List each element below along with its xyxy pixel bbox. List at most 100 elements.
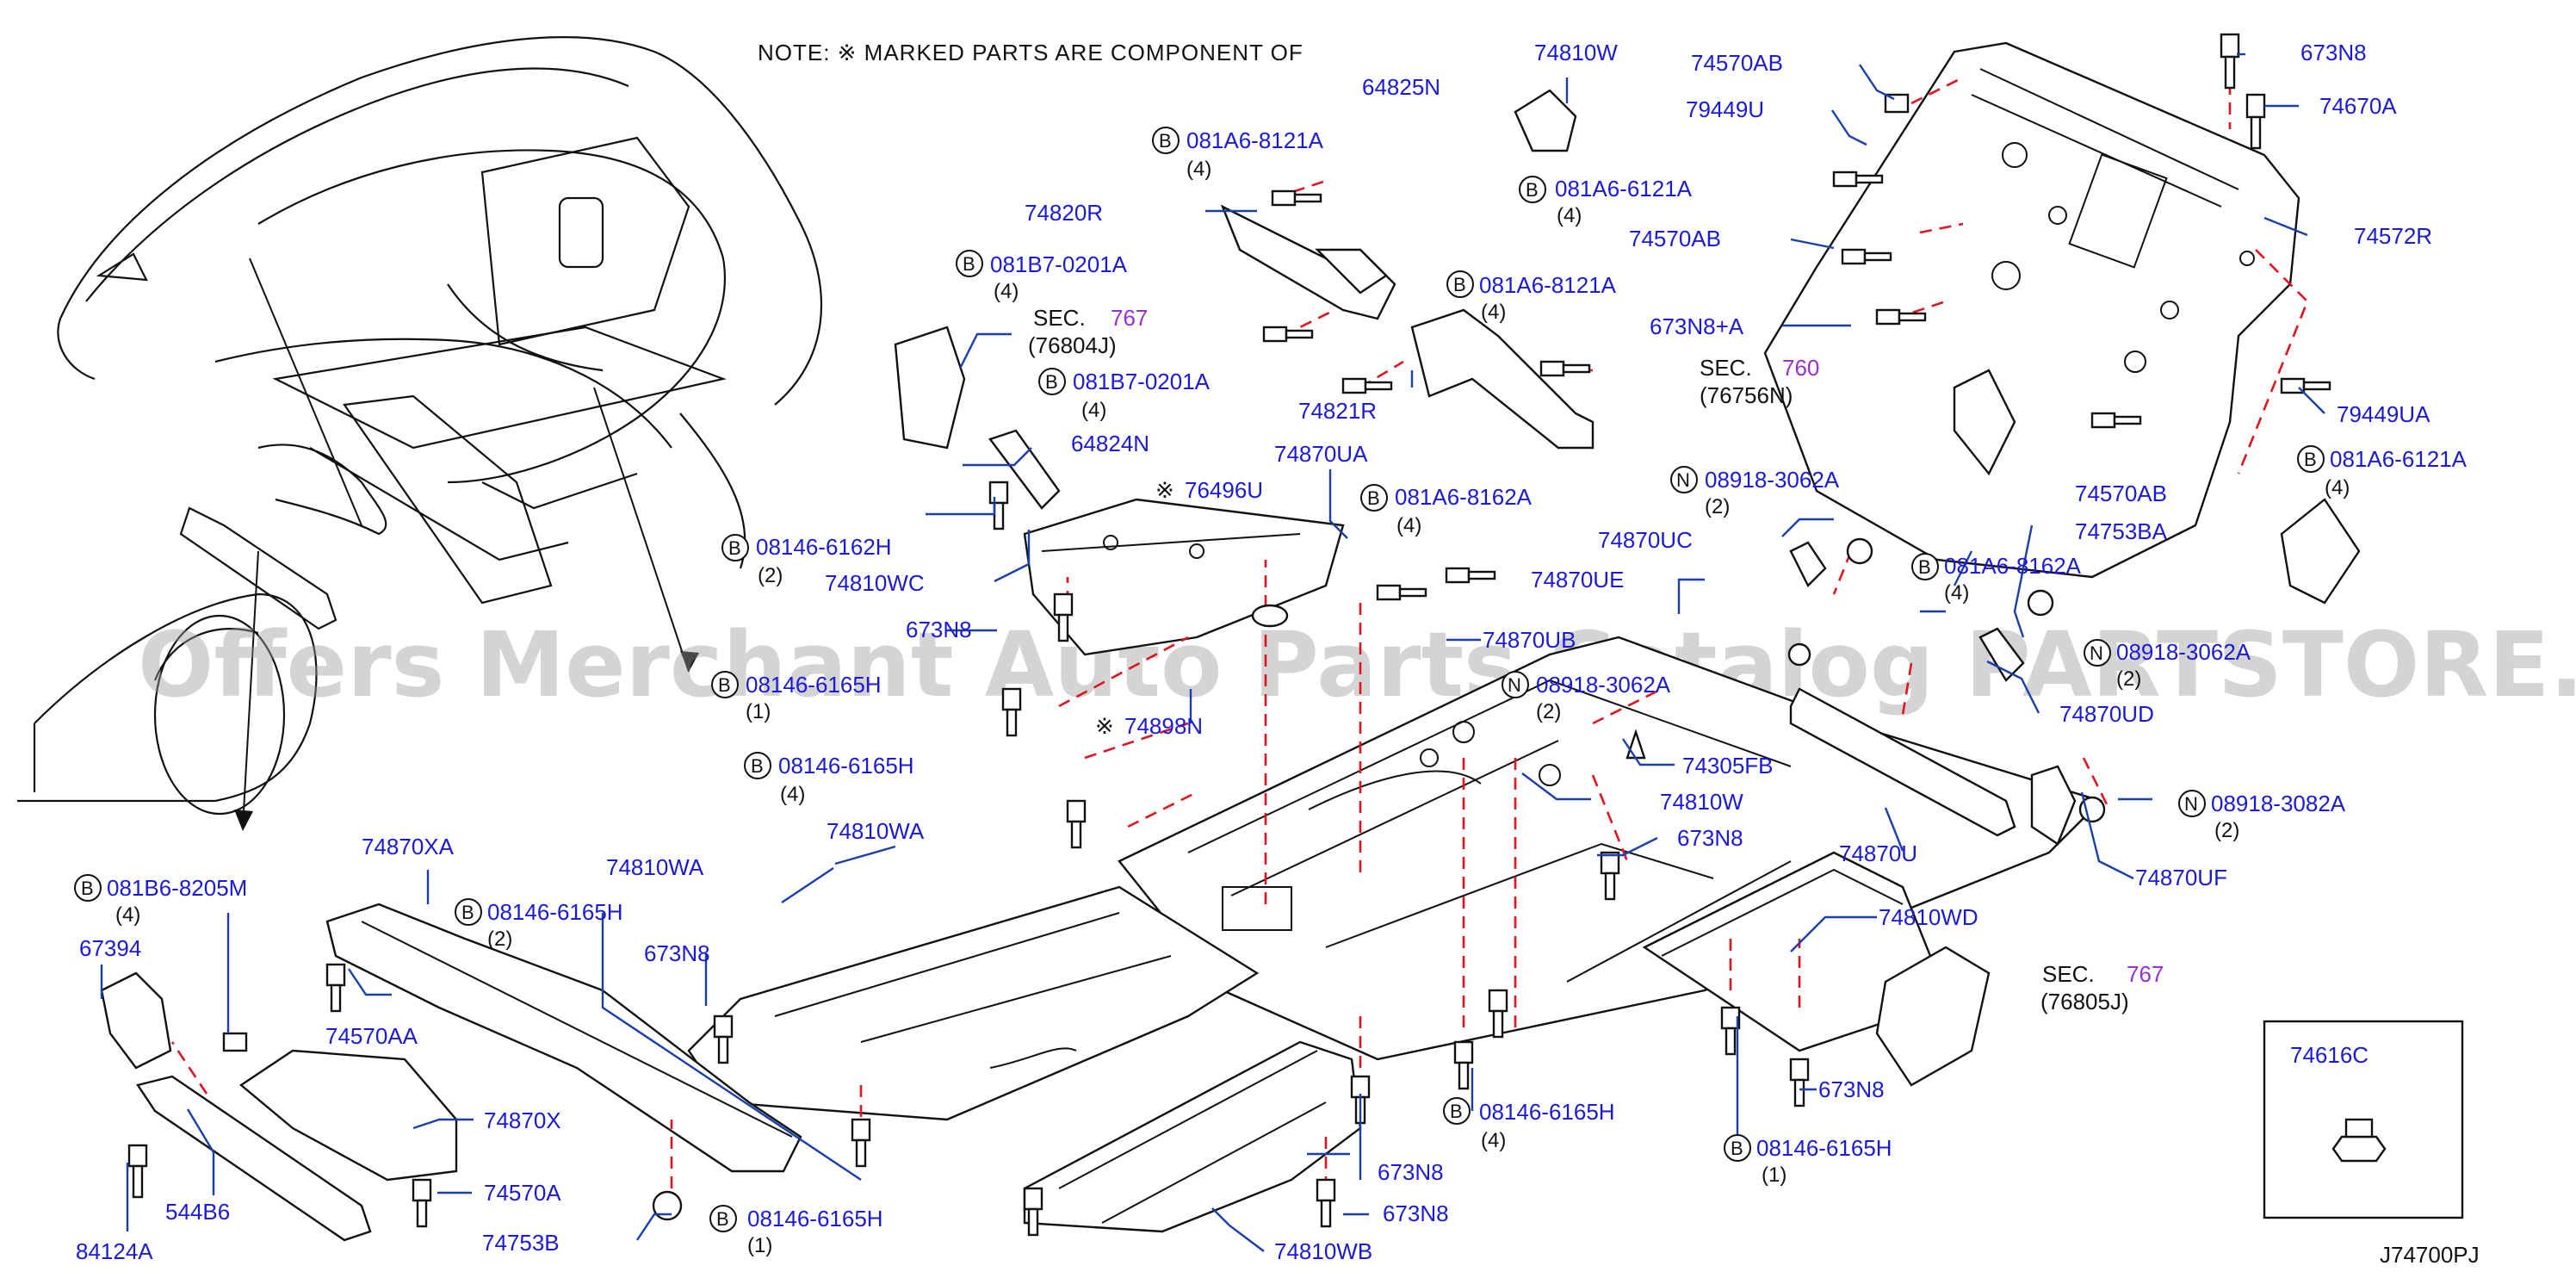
- svg-text:※: ※: [1155, 477, 1175, 503]
- watermark: Offers Merchant Auto Parts Catalog PARTS…: [138, 612, 2576, 717]
- n-badge: N: [2084, 639, 2111, 667]
- sec-word-767b: SEC.: [2042, 961, 2095, 987]
- svg-text:B: B: [1526, 179, 1539, 201]
- svg-text:B: B: [1918, 556, 1931, 578]
- nut-icon: [2078, 796, 2106, 823]
- label-74570aa: 74570AA: [325, 1023, 418, 1049]
- label-74616c: 74616C: [2290, 1042, 2369, 1068]
- label-74810wb: 74810WB: [1274, 1238, 1372, 1264]
- b-badge: B: [721, 534, 749, 561]
- sec-ref-76805j: (76805J): [2040, 989, 2129, 1014]
- nut-icon: [1846, 537, 1873, 565]
- label-74870uf: 74870UF: [2135, 865, 2227, 890]
- svg-text:(2): (2): [758, 564, 783, 587]
- svg-text:B: B: [461, 902, 474, 923]
- svg-text:B: B: [728, 537, 741, 559]
- b-badge: B: [1519, 176, 1546, 203]
- label-74870ud: 74870UD: [2059, 701, 2154, 727]
- bracket-74810w-top: [1514, 89, 1577, 152]
- label-74870u: 74870U: [1839, 841, 1917, 866]
- bolt-icon: [127, 1144, 148, 1199]
- bolt-icon: [1841, 248, 1892, 265]
- label-08918-3082a: 08918-3082A: [2211, 791, 2346, 816]
- bolt-icon: [1271, 189, 1322, 207]
- bracket-74870x: [238, 1049, 458, 1182]
- label-08918-3062a-a: 08918-3062A: [1705, 467, 1840, 493]
- front-crossmember-part: [1763, 41, 2300, 579]
- bolt-icon: [1600, 851, 1620, 901]
- svg-text:N: N: [2090, 642, 2103, 664]
- label-74870ub: 74870UB: [1483, 627, 1576, 653]
- bolt-icon: [1720, 1006, 1741, 1056]
- bolt-icon: [1023, 1187, 1043, 1237]
- svg-text:(2): (2): [1705, 495, 1730, 518]
- bolt-icon: [713, 1014, 734, 1064]
- svg-text:(4): (4): [115, 903, 140, 927]
- bolt-icon: [325, 963, 346, 1013]
- n-badge: N: [2178, 790, 2206, 817]
- label-081b7-0201a-b: 081B7-0201A: [1073, 369, 1211, 394]
- leader-lines: [100, 53, 2325, 1252]
- label-08146-6162h: 08146-6162H: [756, 534, 892, 560]
- bolt-icon: [2090, 412, 2142, 429]
- bolt-icon: [2245, 93, 2266, 150]
- grommet-icon: [1251, 604, 1289, 628]
- bolt-icon: [1341, 377, 1393, 394]
- bolt-icon: [2280, 377, 2331, 394]
- fasteners: [127, 33, 2331, 1237]
- svg-text:(2): (2): [1536, 700, 1561, 723]
- bracket-sec767-right: [1875, 946, 1991, 1087]
- svg-text:(1): (1): [746, 700, 771, 723]
- under-cover-74810wb: [1023, 1040, 1362, 1233]
- label-76496u: 76496U: [1185, 477, 1263, 503]
- bolt-icon: [1488, 989, 1508, 1039]
- part-labels: 74810W 74570AB 673N8 74670A 79449U 081A6…: [76, 40, 2468, 1264]
- svg-text:(2): (2): [2214, 819, 2239, 842]
- n-badge: N: [1670, 466, 1698, 493]
- label-673n8-tr: 673N8: [2300, 40, 2367, 65]
- sec-num-760a: 760: [1782, 355, 1819, 381]
- label-081a6-8121a-a: 081A6-8121A: [1186, 127, 1324, 153]
- bolt-icon: [1875, 308, 1927, 326]
- label-74810wc: 74810WC: [825, 570, 925, 596]
- sec-num-767b: 767: [2127, 961, 2164, 987]
- svg-text:※: ※: [1095, 713, 1115, 739]
- label-74810w-mid: 74810W: [1660, 789, 1743, 815]
- label-74870xa: 74870XA: [362, 834, 455, 859]
- b-badge: B: [711, 671, 739, 698]
- note-ref-64825n: 64825N: [1362, 74, 1440, 100]
- sec-word-760a: SEC.: [1700, 355, 1752, 381]
- svg-text:(4): (4): [1481, 301, 1506, 324]
- bolt-icon: [412, 1178, 432, 1228]
- b-badge: B: [1360, 484, 1388, 512]
- bolt-icon: [1001, 687, 1022, 737]
- svg-text:(4): (4): [1944, 581, 1969, 605]
- label-673n8-bm: 673N8: [1378, 1159, 1444, 1185]
- under-cover-74810wa: [687, 885, 1260, 1121]
- label-081b6-8205m: 081B6-8205M: [107, 875, 247, 901]
- vehicle-outline: [17, 36, 823, 831]
- label-74821r: 74821R: [1298, 398, 1377, 424]
- label-673n8-br: 673N8: [1818, 1076, 1885, 1102]
- sec-ref-76756n: (76756N): [1700, 382, 1793, 408]
- svg-text:(2): (2): [2116, 667, 2141, 691]
- svg-text:(1): (1): [1762, 1163, 1786, 1187]
- label-64824n: 64824N: [1071, 431, 1149, 456]
- svg-text:B: B: [716, 1208, 729, 1230]
- bolt-icon: [2220, 33, 2240, 90]
- bolt-icon: [988, 481, 1009, 530]
- bolt-icon: [1884, 93, 1910, 114]
- bolt-icon: [1316, 1178, 1336, 1228]
- b-badge: B: [744, 752, 771, 779]
- label-74570ab-b: 74570AB: [1629, 226, 1721, 251]
- label-081a6-8162a-b: 081A6-8162A: [1944, 553, 2082, 579]
- diagram-code: J74700PJ: [2380, 1242, 2480, 1268]
- svg-text:B: B: [1045, 371, 1058, 393]
- label-081a6-6121a-a: 081A6-6121A: [1555, 176, 1693, 202]
- bracket-sec760-b: [2280, 498, 2361, 605]
- bolt-icon: [1376, 584, 1427, 601]
- label-74305fb: 74305FB: [1682, 753, 1774, 779]
- label-84124a: 84124A: [76, 1238, 153, 1264]
- label-081a6-8162a-a: 081A6-8162A: [1395, 484, 1533, 510]
- svg-text:N: N: [1676, 469, 1690, 491]
